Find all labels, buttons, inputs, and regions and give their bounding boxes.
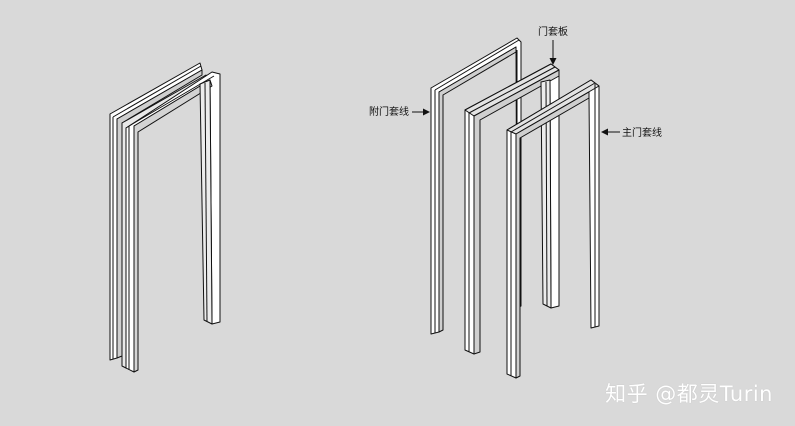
label-door-casing-board: 门套板 — [538, 25, 568, 38]
callout-secondary-casing-line: 附门套线 — [369, 105, 430, 118]
label-main-casing-line: 主门套线 — [622, 126, 662, 139]
watermark-text: 知乎 @都灵Turin — [605, 382, 773, 406]
callout-main-casing-line: 主门套线 — [601, 126, 662, 139]
door-casing-board-part — [464, 63, 560, 355]
label-secondary-casing-line: 附门套线 — [369, 105, 409, 118]
main-casing-line-part — [506, 79, 600, 379]
callout-door-casing-board: 门套板 — [538, 25, 568, 65]
assembled-door-frame — [109, 62, 221, 373]
